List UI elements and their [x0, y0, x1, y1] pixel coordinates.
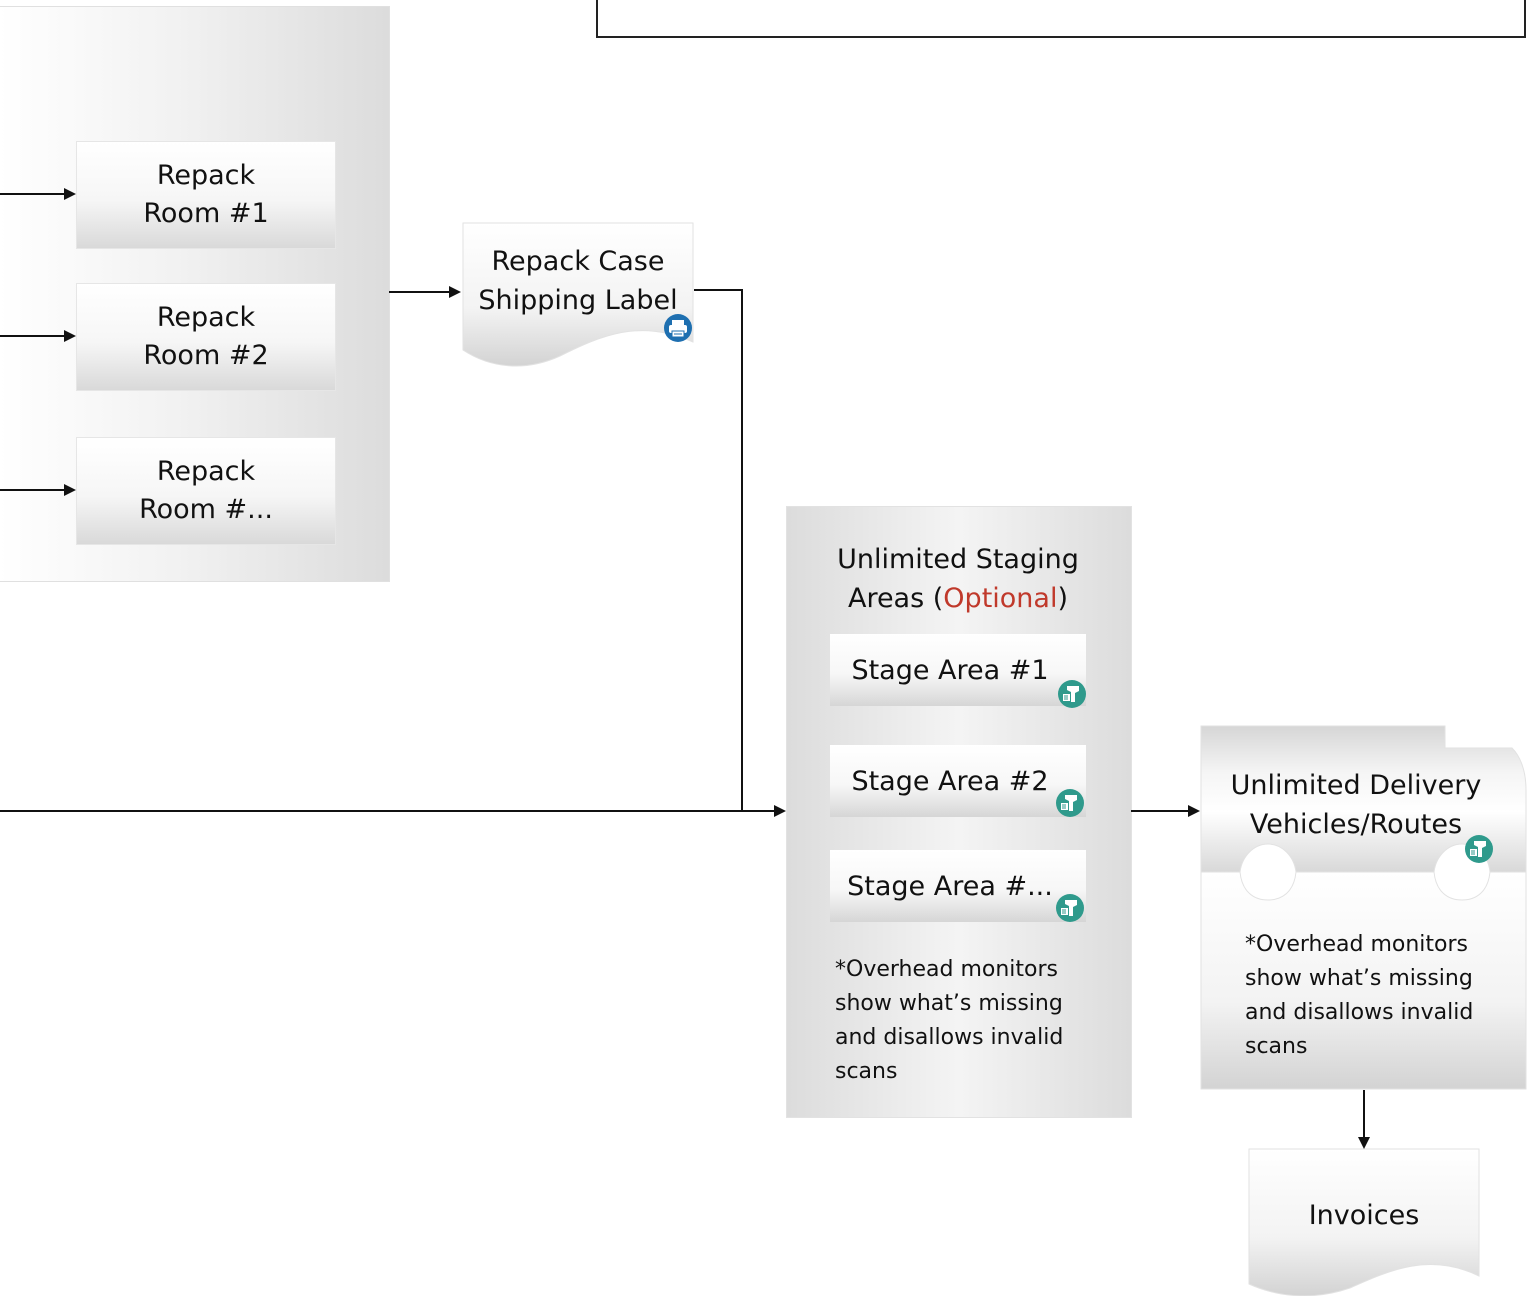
staging-note-line: *Overhead monitors: [835, 957, 1058, 982]
repack-room-1: Repack Room #1: [76, 141, 336, 249]
repack-room-more-line1: Repack: [156, 456, 256, 487]
staging-note-line: show what’s missing: [835, 991, 1063, 1016]
staging-note-line: scans: [835, 1059, 898, 1084]
optional-label: Optional: [943, 583, 1058, 614]
delivery-title-line1: Unlimited Delivery: [1230, 770, 1482, 801]
printer-icon: [664, 314, 692, 342]
label-document-line2: Shipping Label: [478, 285, 678, 316]
scanner-icon: [1056, 789, 1084, 817]
header-box: [596, 0, 1526, 38]
repack-room-more-line2: Room #...: [139, 494, 273, 525]
invoices-document-shape: [1248, 1148, 1480, 1296]
invoices-label: Invoices: [1308, 1200, 1420, 1231]
delivery-title-line2: Vehicles/Routes: [1249, 809, 1463, 840]
stage-area-more-label: Stage Area #...: [847, 870, 1053, 902]
stage-area-1: Stage Area #1: [830, 634, 1086, 706]
repack-room-2: Repack Room #2: [76, 283, 336, 391]
scanner-icon: [1056, 894, 1084, 922]
staging-title: Unlimited Staging Areas (Optional): [786, 540, 1130, 618]
delivery-note-line: scans: [1245, 1034, 1308, 1059]
repack-room-2-line2: Room #2: [143, 340, 269, 371]
stage-area-2-label: Stage Area #2: [851, 765, 1049, 797]
staging-note-line: and disallows invalid: [835, 1025, 1064, 1050]
repack-room-1-line1: Repack: [156, 160, 256, 191]
staging-title-line1: Unlimited Staging: [837, 544, 1079, 575]
delivery-note-line: show what’s missing: [1245, 966, 1473, 991]
label-document: Repack Case Shipping Label: [463, 242, 693, 320]
delivery-title: Unlimited Delivery Vehicles/Routes: [1201, 766, 1511, 844]
repack-room-2-line1: Repack: [156, 302, 256, 333]
stage-area-2: Stage Area #2: [830, 745, 1086, 817]
delivery-note: *Overhead monitors show what’s missing a…: [1245, 928, 1515, 1064]
staging-title-prefix: Areas (: [847, 583, 944, 614]
repack-room-more: Repack Room #...: [76, 437, 336, 545]
stage-area-1-label: Stage Area #1: [851, 654, 1049, 686]
staging-title-line2: Areas (Optional): [786, 579, 1130, 618]
delivery-note-line: *Overhead monitors: [1245, 932, 1468, 957]
delivery-truck-shape: [1200, 725, 1527, 883]
staging-note: *Overhead monitors show what’s missing a…: [835, 953, 1125, 1089]
staging-title-suffix: ): [1057, 583, 1069, 614]
repack-room-1-line2: Room #1: [143, 198, 269, 229]
connector-label-to-staging: [694, 289, 743, 810]
stage-area-more: Stage Area #...: [830, 850, 1086, 922]
scanner-icon: [1058, 680, 1086, 708]
delivery-note-line: and disallows invalid: [1245, 1000, 1474, 1025]
label-document-line1: Repack Case: [491, 246, 665, 277]
delivery-truck-cabin: [1200, 871, 1527, 1090]
scanner-icon: [1465, 835, 1493, 863]
